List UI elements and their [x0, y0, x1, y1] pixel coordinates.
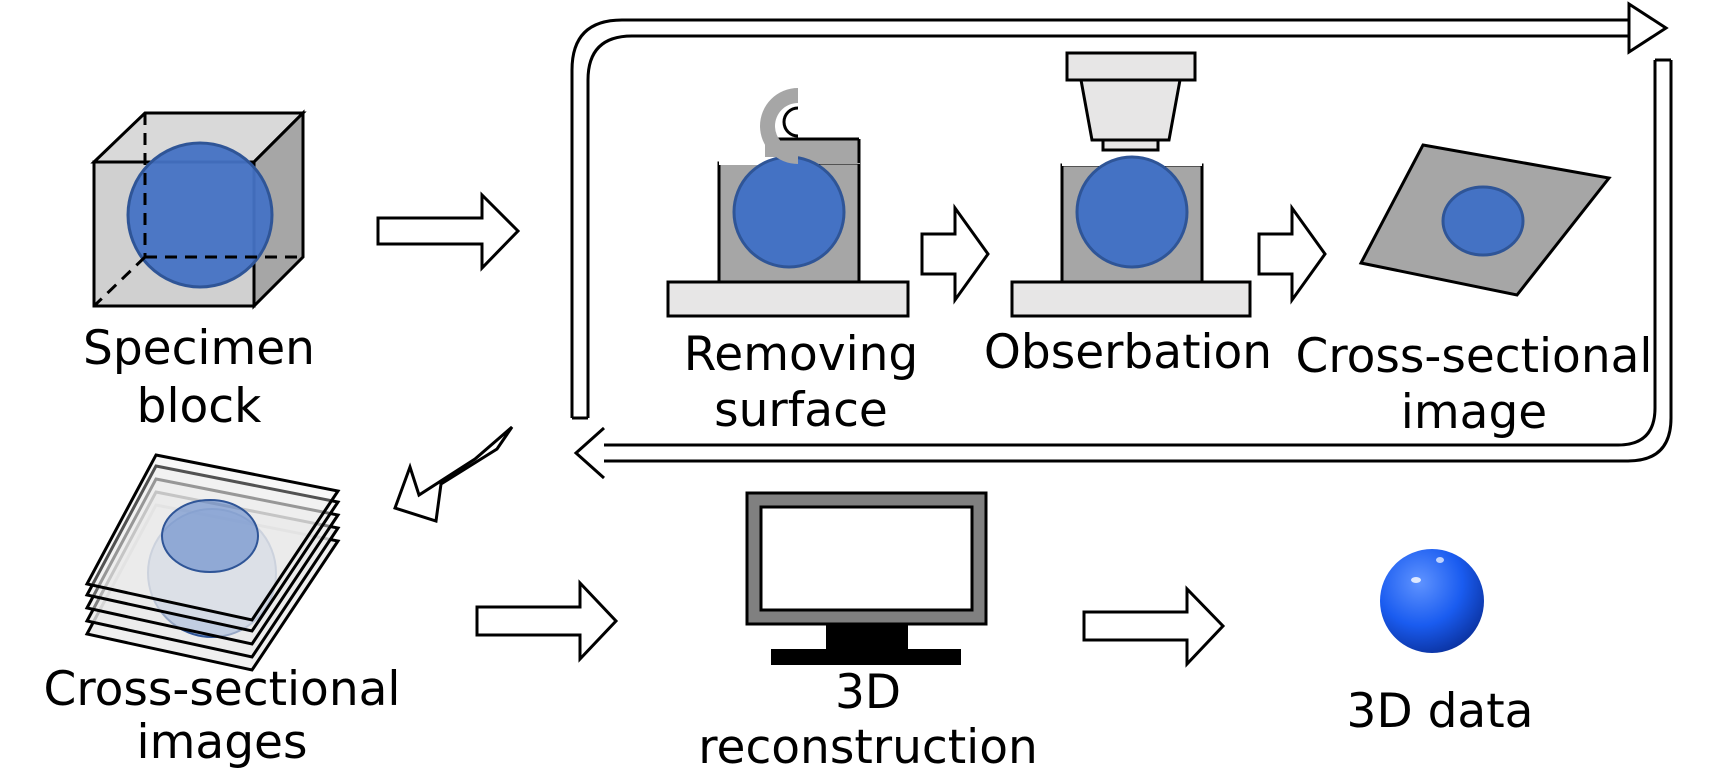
cross-sectional-stack	[84, 453, 341, 672]
label-removing-surface-1: Removing	[684, 327, 919, 382]
arrow-right-2	[920, 203, 990, 305]
observation-illustration	[1010, 51, 1252, 318]
arrow-right-4	[475, 579, 619, 663]
label-cross-sectional-image-1: Cross-sectional	[1296, 329, 1653, 384]
label-specimen-block-2: block	[137, 379, 262, 434]
removing-specimen	[732, 155, 846, 269]
specimen-block-cube	[90, 109, 307, 310]
label-3d-reconstruction-1: 3D	[835, 665, 901, 720]
label-3d-data: 3D data	[1347, 684, 1534, 739]
cross-sectional-image-slice	[1358, 143, 1612, 297]
label-cross-sectional-images-1: Cross-sectional	[44, 662, 401, 717]
label-cross-sectional-image-2: image	[1401, 385, 1547, 440]
label-3d-reconstruction-2: reconstruction	[698, 720, 1038, 768]
specimen-sphere	[126, 141, 274, 289]
arrow-right-3	[1257, 203, 1327, 305]
monitor-icon	[745, 491, 988, 665]
label-specimen-block-1: Specimen	[83, 321, 315, 376]
loop-outline	[570, 1, 1673, 480]
label-observation: Obserbation	[984, 325, 1272, 380]
label-removing-surface-2: surface	[714, 383, 888, 438]
arrow-down-left	[393, 425, 514, 523]
arrow-right-1	[376, 191, 521, 272]
observation-specimen	[1075, 155, 1189, 269]
cutting-hook-icon	[760, 88, 798, 164]
label-cross-sectional-images-2: images	[137, 715, 308, 768]
arrow-right-5	[1082, 585, 1226, 668]
3d-data-sphere	[1380, 549, 1484, 653]
removing-surface-illustration	[666, 88, 910, 318]
